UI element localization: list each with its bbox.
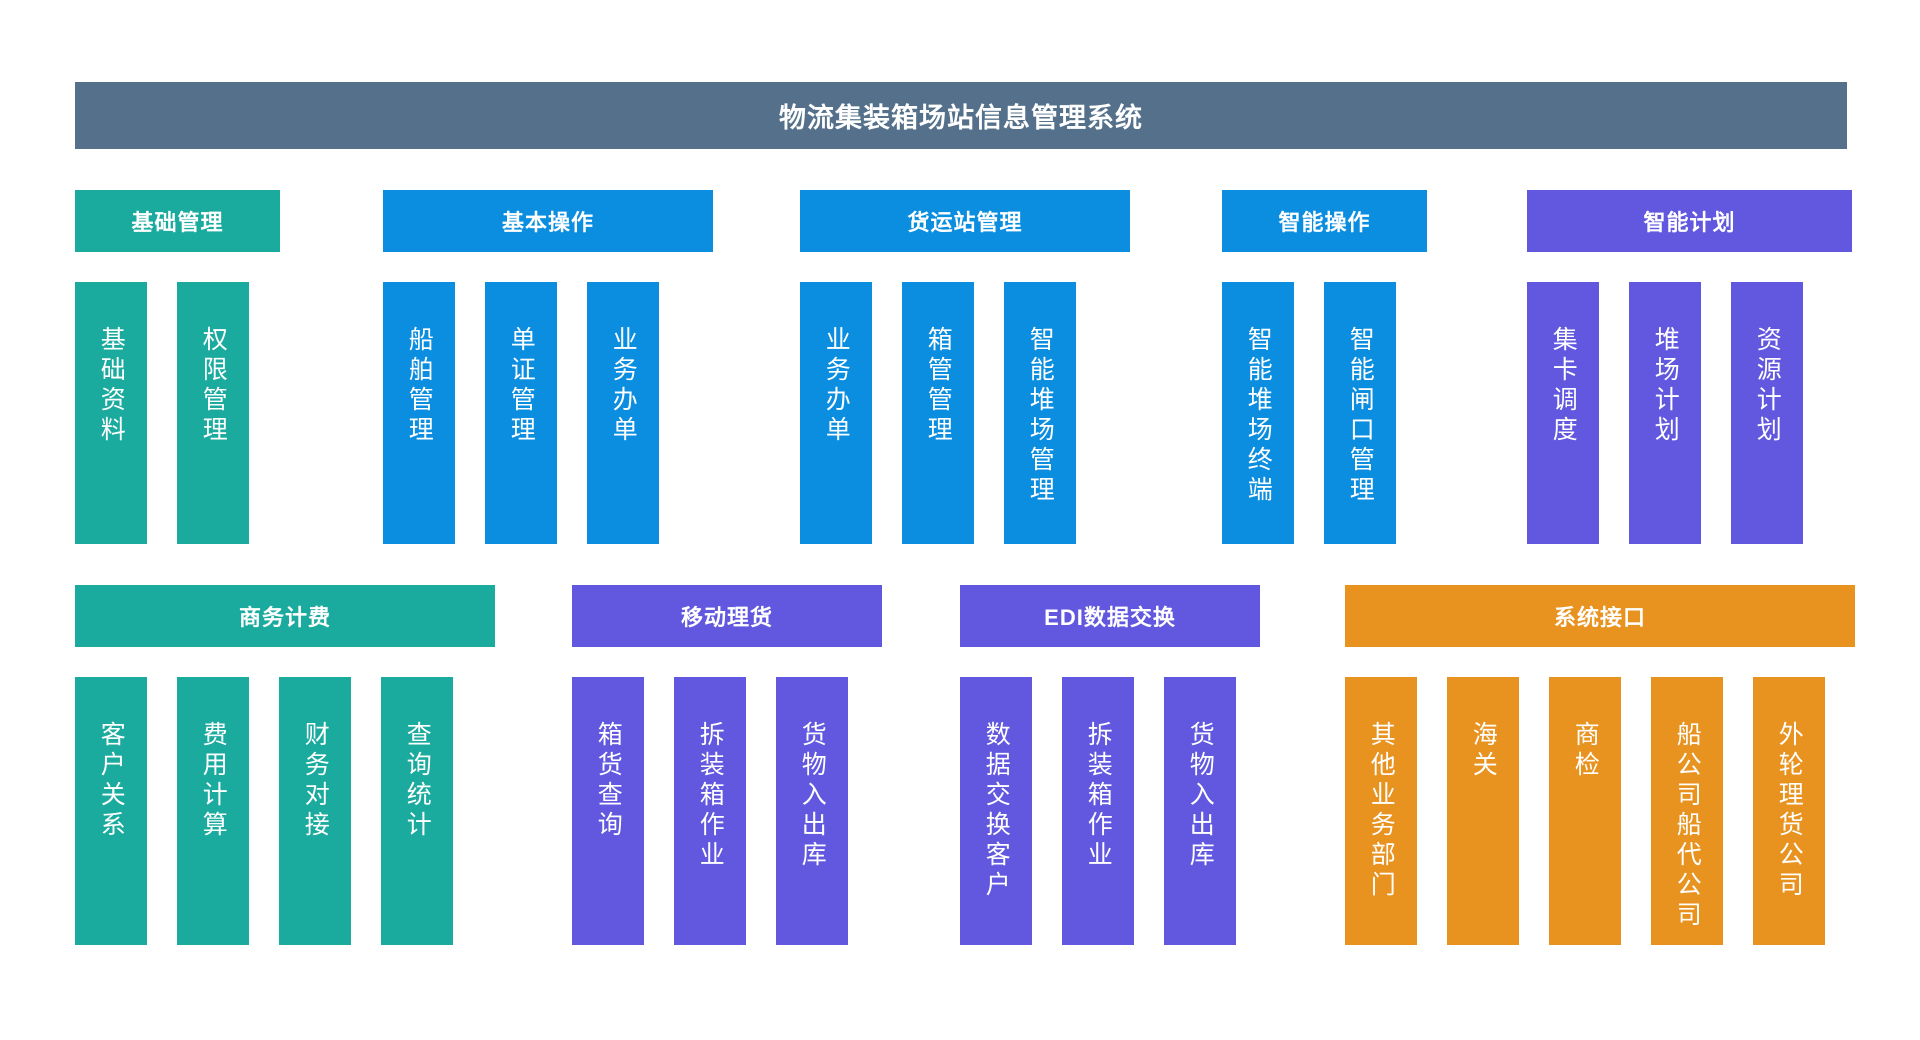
module-item-label: 智能闸口管理 bbox=[1346, 326, 1375, 506]
group-item-list: 箱货查询 拆装箱作业 货物入出库 bbox=[572, 677, 848, 945]
module-item[interactable]: 船公司船代公司 bbox=[1651, 677, 1723, 945]
module-group: 移动理货箱货查询 拆装箱作业 货物入出库 bbox=[572, 585, 882, 945]
module-item-label: 海关 bbox=[1469, 721, 1498, 781]
module-item[interactable]: 业务办单 bbox=[587, 282, 659, 544]
module-item[interactable]: 资源计划 bbox=[1731, 282, 1803, 544]
module-item[interactable]: 箱管管理 bbox=[902, 282, 974, 544]
group-header[interactable]: 基本操作 bbox=[383, 190, 713, 252]
module-item-label: 基础资料 bbox=[97, 326, 126, 446]
module-item[interactable]: 基础资料 bbox=[75, 282, 147, 544]
module-item[interactable]: 箱货查询 bbox=[572, 677, 644, 945]
module-item-label: 查询统计 bbox=[403, 721, 432, 841]
group-header[interactable]: 货运站管理 bbox=[800, 190, 1130, 252]
module-item[interactable]: 货物入出库 bbox=[776, 677, 848, 945]
module-item[interactable]: 商检 bbox=[1549, 677, 1621, 945]
module-item-label: 拆装箱作业 bbox=[1084, 721, 1113, 871]
module-item[interactable]: 集卡调度 bbox=[1527, 282, 1599, 544]
module-item[interactable]: 客户关系 bbox=[75, 677, 147, 945]
module-item[interactable]: 堆场计划 bbox=[1629, 282, 1701, 544]
module-item-label: 业务办单 bbox=[609, 326, 638, 446]
module-item[interactable]: 查询统计 bbox=[381, 677, 453, 945]
module-item[interactable]: 智能闸口管理 bbox=[1324, 282, 1396, 544]
module-group: EDI数据交换数据交换客户 拆装箱作业 货物入出库 bbox=[960, 585, 1260, 945]
module-item-label: 财务对接 bbox=[301, 721, 330, 841]
group-item-list: 业务办单 箱管管理 智能堆场管理 bbox=[800, 282, 1076, 544]
group-header[interactable]: 智能操作 bbox=[1222, 190, 1427, 252]
page-title: 物流集装箱场站信息管理系统 bbox=[779, 103, 1143, 133]
module-item-label: 权限管理 bbox=[199, 326, 228, 446]
module-item-label: 箱管管理 bbox=[924, 326, 953, 446]
group-header-label: 货运站管理 bbox=[907, 210, 1023, 235]
module-item[interactable]: 其他业务部门 bbox=[1345, 677, 1417, 945]
group-item-list: 其他业务部门 海关 商检 船公司船代公司 外轮理货公司 bbox=[1345, 677, 1825, 945]
module-group: 货运站管理业务办单 箱管管理 智能堆场管理 bbox=[800, 190, 1130, 544]
module-item-label: 资源计划 bbox=[1753, 326, 1782, 446]
module-item-label: 货物入出库 bbox=[1186, 721, 1215, 871]
module-item-label: 集卡调度 bbox=[1549, 326, 1578, 446]
group-header[interactable]: 商务计费 bbox=[75, 585, 495, 647]
module-item[interactable]: 智能堆场终端 bbox=[1222, 282, 1294, 544]
module-item[interactable]: 权限管理 bbox=[177, 282, 249, 544]
module-group: 基本操作船舶管理 单证管理 业务办单 bbox=[383, 190, 713, 544]
group-item-list: 数据交换客户 拆装箱作业 货物入出库 bbox=[960, 677, 1236, 945]
group-item-list: 船舶管理 单证管理 业务办单 bbox=[383, 282, 659, 544]
module-group: 商务计费客户关系 费用计算 财务对接 查询统计 bbox=[75, 585, 495, 945]
module-item-label: 单证管理 bbox=[507, 326, 536, 446]
module-item-label: 业务办单 bbox=[822, 326, 851, 446]
module-item[interactable]: 业务办单 bbox=[800, 282, 872, 544]
group-header[interactable]: 移动理货 bbox=[572, 585, 882, 647]
module-group: 基础管理基础资料 权限管理 bbox=[75, 190, 280, 544]
module-item-label: 商检 bbox=[1571, 721, 1600, 781]
module-item[interactable]: 船舶管理 bbox=[383, 282, 455, 544]
module-item[interactable]: 拆装箱作业 bbox=[674, 677, 746, 945]
module-row-1: 基础管理基础资料 权限管理 基本操作船舶管理 单证管理 业务办单 货运站管理业务办单 箱管管… bbox=[0, 190, 1920, 550]
group-header[interactable]: 智能计划 bbox=[1527, 190, 1852, 252]
module-item[interactable]: 外轮理货公司 bbox=[1753, 677, 1825, 945]
group-header-label: 基本操作 bbox=[501, 210, 594, 235]
module-item-label: 堆场计划 bbox=[1651, 326, 1680, 446]
module-item-label: 其他业务部门 bbox=[1367, 721, 1396, 901]
module-item-label: 船舶管理 bbox=[405, 326, 434, 446]
module-item-label: 箱货查询 bbox=[594, 721, 623, 841]
module-item[interactable]: 单证管理 bbox=[485, 282, 557, 544]
group-header-label: 系统接口 bbox=[1553, 605, 1646, 630]
group-header-label: EDI数据交换 bbox=[1044, 605, 1176, 630]
module-item-label: 费用计算 bbox=[199, 721, 228, 841]
module-item[interactable]: 数据交换客户 bbox=[960, 677, 1032, 945]
module-group: 智能操作智能堆场终端 智能闸口管理 bbox=[1222, 190, 1427, 544]
module-item-label: 智能堆场管理 bbox=[1026, 326, 1055, 506]
group-item-list: 集卡调度 堆场计划 资源计划 bbox=[1527, 282, 1803, 544]
group-header[interactable]: EDI数据交换 bbox=[960, 585, 1260, 647]
module-item-label: 客户关系 bbox=[97, 721, 126, 841]
group-header[interactable]: 系统接口 bbox=[1345, 585, 1855, 647]
module-item[interactable]: 海关 bbox=[1447, 677, 1519, 945]
group-header-label: 移动理货 bbox=[680, 605, 773, 630]
group-header-label: 智能操作 bbox=[1278, 210, 1371, 235]
module-group: 智能计划集卡调度 堆场计划 资源计划 bbox=[1527, 190, 1852, 544]
module-item-label: 船公司船代公司 bbox=[1673, 721, 1702, 931]
group-header[interactable]: 基础管理 bbox=[75, 190, 280, 252]
group-item-list: 客户关系 费用计算 财务对接 查询统计 bbox=[75, 677, 453, 945]
module-item[interactable]: 智能堆场管理 bbox=[1004, 282, 1076, 544]
group-header-label: 智能计划 bbox=[1643, 210, 1736, 235]
group-header-label: 商务计费 bbox=[238, 605, 331, 630]
group-header-label: 基础管理 bbox=[131, 210, 224, 235]
module-item-label: 智能堆场终端 bbox=[1244, 326, 1273, 506]
module-item-label: 拆装箱作业 bbox=[696, 721, 725, 871]
module-item-label: 外轮理货公司 bbox=[1775, 721, 1804, 901]
module-group: 系统接口其他业务部门 海关 商检 船公司船代公司 外轮理货公司 bbox=[1345, 585, 1855, 945]
module-item[interactable]: 拆装箱作业 bbox=[1062, 677, 1134, 945]
group-item-list: 智能堆场终端 智能闸口管理 bbox=[1222, 282, 1396, 544]
module-item[interactable]: 费用计算 bbox=[177, 677, 249, 945]
group-item-list: 基础资料 权限管理 bbox=[75, 282, 249, 544]
system-title-bar: 物流集装箱场站信息管理系统 bbox=[75, 82, 1847, 149]
module-item[interactable]: 货物入出库 bbox=[1164, 677, 1236, 945]
module-item[interactable]: 财务对接 bbox=[279, 677, 351, 945]
module-item-label: 货物入出库 bbox=[798, 721, 827, 871]
module-item-label: 数据交换客户 bbox=[982, 721, 1011, 901]
